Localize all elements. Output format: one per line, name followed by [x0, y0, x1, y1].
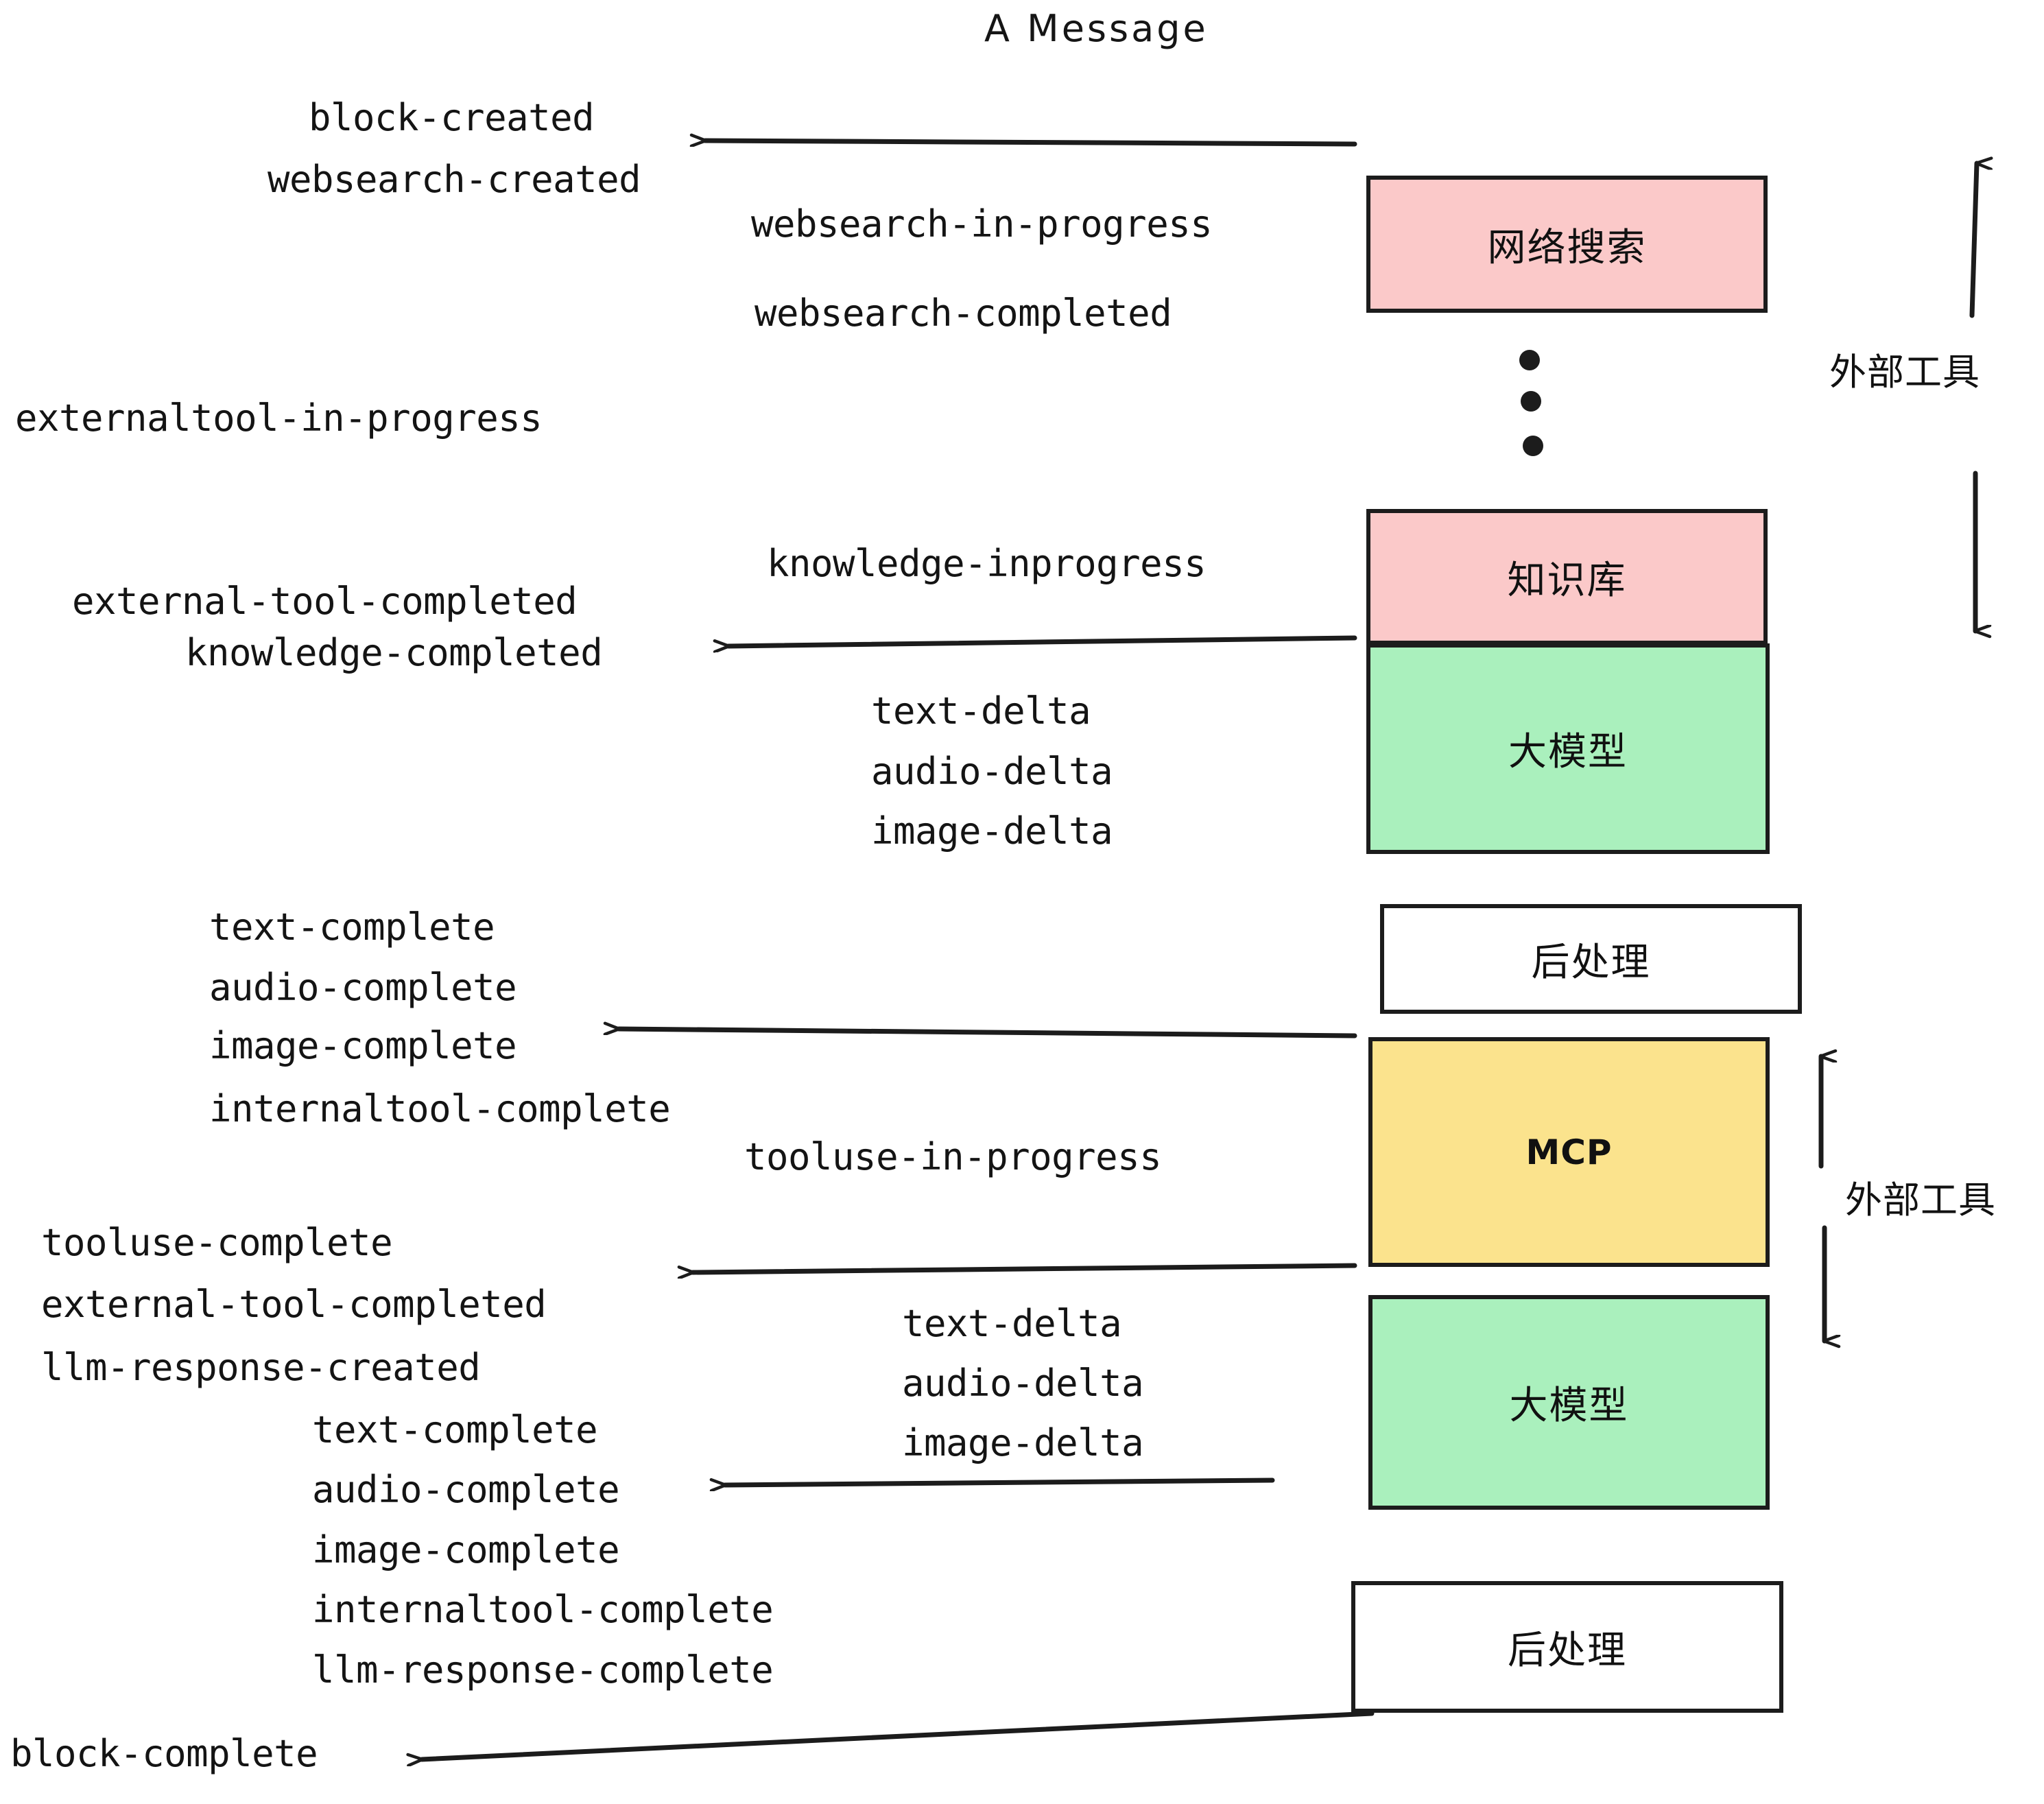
- diagram-title: A Message: [984, 7, 1209, 50]
- event-label-knowledge-inprogress: knowledge-inprogress: [767, 542, 1207, 585]
- event-label-block-complete: block-complete: [10, 1732, 318, 1775]
- component-box-knowledge-label: 知识库: [1507, 558, 1627, 603]
- vertical-ellipsis-icon: [1519, 350, 1543, 456]
- event-label-text-complete-1: text-complete: [209, 905, 495, 949]
- component-box-llm-top-label: 大模型: [1508, 730, 1628, 774]
- event-label-websearch-in-progress: websearch-in-progress: [751, 202, 1213, 246]
- event-label-image-delta-2: image-delta: [902, 1421, 1144, 1464]
- group-label-external-tools-bottom: 外部工具: [1845, 1178, 1996, 1222]
- arrow-websearch-to-block-created: [705, 141, 1357, 144]
- arrow-knowledge-to-knowledge-completed: [728, 635, 1357, 646]
- event-label-audio-delta-1: audio-delta: [871, 750, 1113, 793]
- event-label-audio-delta-2: audio-delta: [902, 1362, 1144, 1405]
- component-box-mcp-label: MCP: [1525, 1132, 1613, 1172]
- event-label-image-complete-2: image-complete: [312, 1528, 620, 1571]
- event-label-block-created: block-created: [309, 96, 595, 139]
- event-label-internaltool-complete-2: internaltool-complete: [312, 1588, 774, 1631]
- component-box-postprocess-bottom[interactable]: 后处理: [1351, 1581, 1783, 1713]
- arrow-postprocess-to-image-complete: [619, 1029, 1357, 1039]
- event-label-text-delta-2: text-delta: [902, 1302, 1122, 1345]
- component-box-postprocess-top-label: 后处理: [1531, 940, 1651, 985]
- component-box-postprocess-bottom-label: 后处理: [1508, 1628, 1627, 1673]
- component-box-websearch[interactable]: 网络搜索: [1366, 176, 1768, 313]
- event-label-llm-response-complete: llm-response-complete: [312, 1648, 774, 1692]
- event-label-image-delta-1: image-delta: [871, 809, 1113, 853]
- bracket-external-tools-top-up: [1969, 163, 1977, 318]
- event-label-tooluse-complete: tooluse-complete: [41, 1221, 393, 1264]
- event-label-externaltool-in-progress: externaltool-in-progress: [15, 396, 543, 440]
- component-box-llm-top[interactable]: 大模型: [1366, 643, 1770, 854]
- event-label-internaltool-complete-1: internaltool-complete: [209, 1087, 671, 1130]
- arrow-postprocess-to-block-complete: [422, 1711, 1375, 1759]
- event-label-text-delta-1: text-delta: [871, 689, 1091, 733]
- component-box-llm-bottom[interactable]: 大模型: [1368, 1295, 1770, 1510]
- component-box-mcp[interactable]: MCP: [1368, 1037, 1770, 1267]
- event-label-external-tool-completed-2: external-tool-completed: [41, 1283, 547, 1326]
- arrow-mcp-to-tooluse-complete: [693, 1263, 1357, 1272]
- event-label-llm-response-created: llm-response-created: [41, 1346, 481, 1389]
- event-label-websearch-created: websearch-created: [268, 158, 641, 201]
- component-box-postprocess-top[interactable]: 后处理: [1380, 904, 1802, 1014]
- group-label-external-tools-top: 外部工具: [1829, 351, 1980, 394]
- event-label-audio-complete-1: audio-complete: [209, 966, 517, 1009]
- event-label-tooluse-in-progress: tooluse-in-progress: [744, 1135, 1162, 1178]
- event-label-audio-complete-2: audio-complete: [312, 1468, 620, 1511]
- event-label-text-complete-2: text-complete: [312, 1408, 598, 1451]
- event-label-knowledge-completed: knowledge-completed: [185, 631, 603, 674]
- event-label-image-complete-1: image-complete: [209, 1024, 517, 1067]
- component-box-llm-bottom-label: 大模型: [1509, 1384, 1629, 1428]
- event-label-external-tool-completed-1: external-tool-completed: [72, 580, 578, 623]
- arrow-llm-to-audio-complete: [725, 1477, 1275, 1485]
- component-box-knowledge[interactable]: 知识库: [1366, 509, 1768, 645]
- event-label-websearch-completed: websearch-completed: [754, 292, 1172, 335]
- component-box-websearch-label: 网络搜索: [1487, 225, 1647, 270]
